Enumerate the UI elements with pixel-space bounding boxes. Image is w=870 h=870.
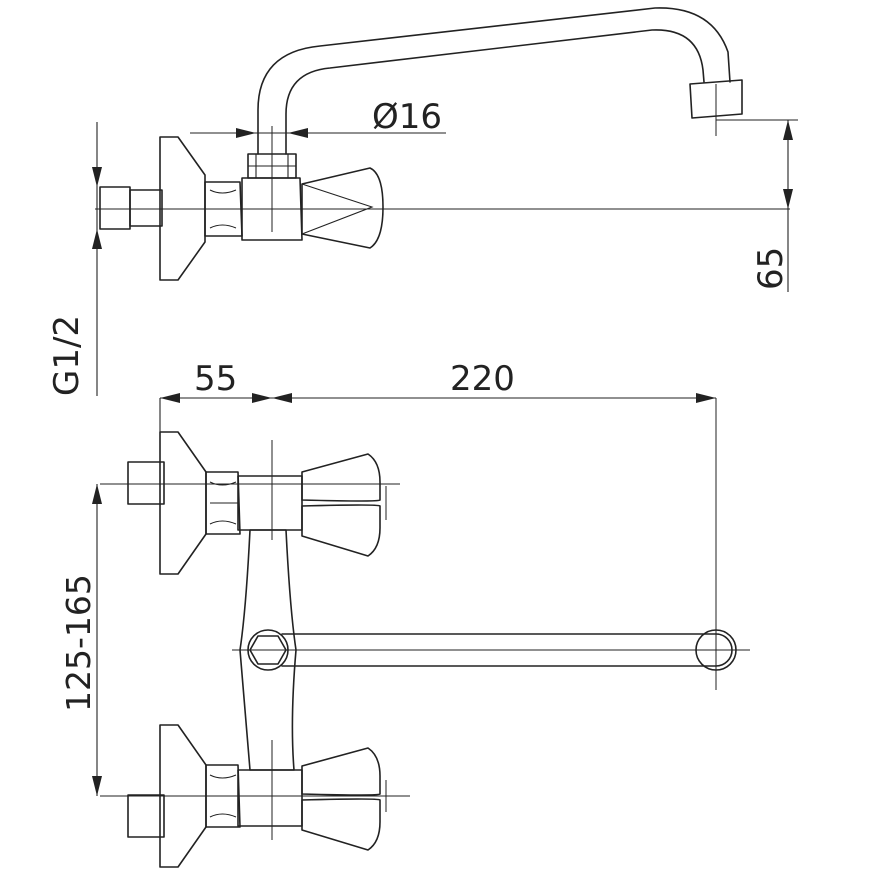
- lower-handle-top: [301, 747, 381, 796]
- upper-escutcheon: [159, 431, 207, 575]
- dim-spout-diameter: Ø16: [190, 97, 446, 138]
- side-escutcheon: [159, 136, 206, 281]
- dim-wall-offset: 55: [159, 359, 272, 432]
- dim-inlet-spacing-label: 125-165: [59, 574, 98, 712]
- aerator: [689, 79, 743, 119]
- dim-inlet-spacing: 125-165: [59, 484, 102, 796]
- dim-spout-height-label: 65: [751, 247, 791, 290]
- dim-wall-offset-label: 55: [194, 359, 237, 399]
- lower-valve-body: [237, 769, 303, 827]
- upper-handle-top: [301, 453, 381, 502]
- side-view: [95, 7, 790, 281]
- side-handle: [301, 167, 384, 249]
- dim-spout-diameter-label: Ø16: [372, 97, 442, 137]
- dim-thread-label: G1/2: [47, 315, 87, 396]
- side-spout-nut: [247, 153, 297, 179]
- lower-handle-bottom: [301, 798, 381, 851]
- dim-spout-reach: 220: [272, 359, 716, 403]
- dim-spout-height: 65: [716, 119, 798, 292]
- lower-hex-nut: [205, 764, 241, 828]
- upper-handle-bottom: [301, 504, 381, 557]
- upper-hex-nut: [205, 471, 241, 535]
- upper-inlet-stub: [127, 461, 165, 505]
- side-inlet-stub: [99, 186, 131, 230]
- lower-inlet-stub: [127, 794, 165, 838]
- spout-tube-inner: [285, 29, 705, 155]
- side-inlet-nut: [129, 189, 163, 227]
- dim-thread: G1/2: [47, 122, 102, 396]
- dim-spout-reach-label: 220: [450, 359, 515, 399]
- spout-tube-outer: [257, 7, 731, 155]
- front-view: [100, 398, 750, 868]
